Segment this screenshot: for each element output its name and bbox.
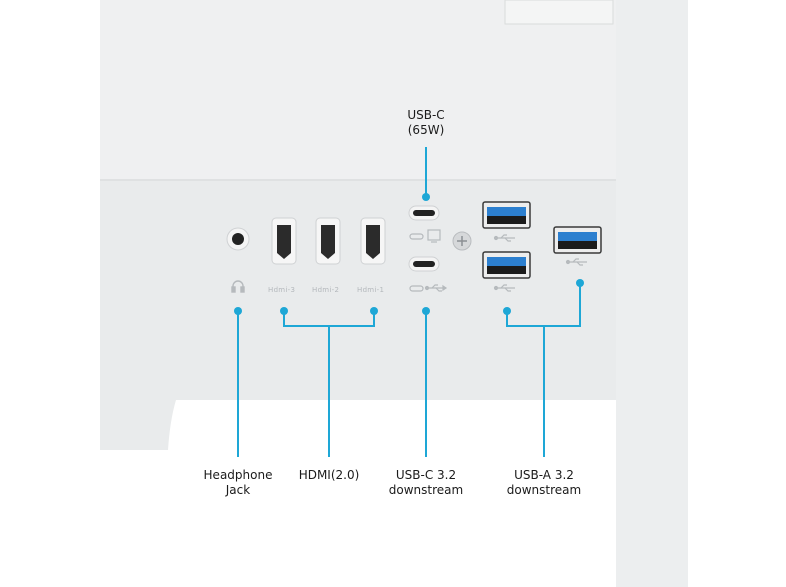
hdmi-1-mark: Hdmi-1 <box>357 286 384 294</box>
monitor-side-right <box>616 0 688 587</box>
usb-a-port-1 <box>482 201 531 229</box>
usb-c-downstream-port <box>408 256 440 272</box>
hdmi-1-port <box>360 217 386 265</box>
headphone-jack-label: Headphone Jack <box>193 468 283 498</box>
hdmi-line1: HDMI(2.0) <box>298 468 360 482</box>
usb-c-65w-line2: (65W) <box>407 123 445 137</box>
monitor-back-upper <box>100 0 616 180</box>
headphone-line2: Jack <box>225 483 251 497</box>
headphone-jack-hole <box>232 233 244 245</box>
usb-c-downstream-label: USB-C 3.2 downstream <box>376 468 476 498</box>
usb-c-65w-line1: USB-C <box>407 108 445 122</box>
screw-icon <box>452 231 472 251</box>
usb-c-usb-icon <box>409 284 448 292</box>
hdmi-2-mark: Hdmi-2 <box>312 286 339 294</box>
hdmi-3-port <box>271 217 297 265</box>
usb-c-display-icon <box>409 229 441 243</box>
callout-dots <box>234 193 584 315</box>
hdmi-label: HDMI(2.0) <box>284 468 374 483</box>
usb-a-port-3 <box>553 226 602 254</box>
hdmi-3-mark: Hdmi-3 <box>268 286 295 294</box>
usb-a-port-2 <box>482 251 531 279</box>
headphone-line1: Headphone <box>203 468 273 482</box>
hdmi-2-port <box>315 217 341 265</box>
port-panel <box>100 180 616 450</box>
headphone-icon <box>231 280 245 293</box>
callout-lines <box>237 147 581 457</box>
usb-a-down-line2: downstream <box>506 483 582 497</box>
usb-c-upstream-port <box>408 205 440 221</box>
usb-a-down-line1: USB-A 3.2 <box>514 468 574 482</box>
usb-c-down-line1: USB-C 3.2 <box>395 468 457 482</box>
usb-c-65w-label: USB-C (65W) <box>396 108 456 138</box>
usb-c-down-line2: downstream <box>388 483 464 497</box>
usb-symbol-icon <box>493 234 587 292</box>
top-tab <box>504 0 614 25</box>
usb-a-downstream-label: USB-A 3.2 downstream <box>494 468 594 498</box>
